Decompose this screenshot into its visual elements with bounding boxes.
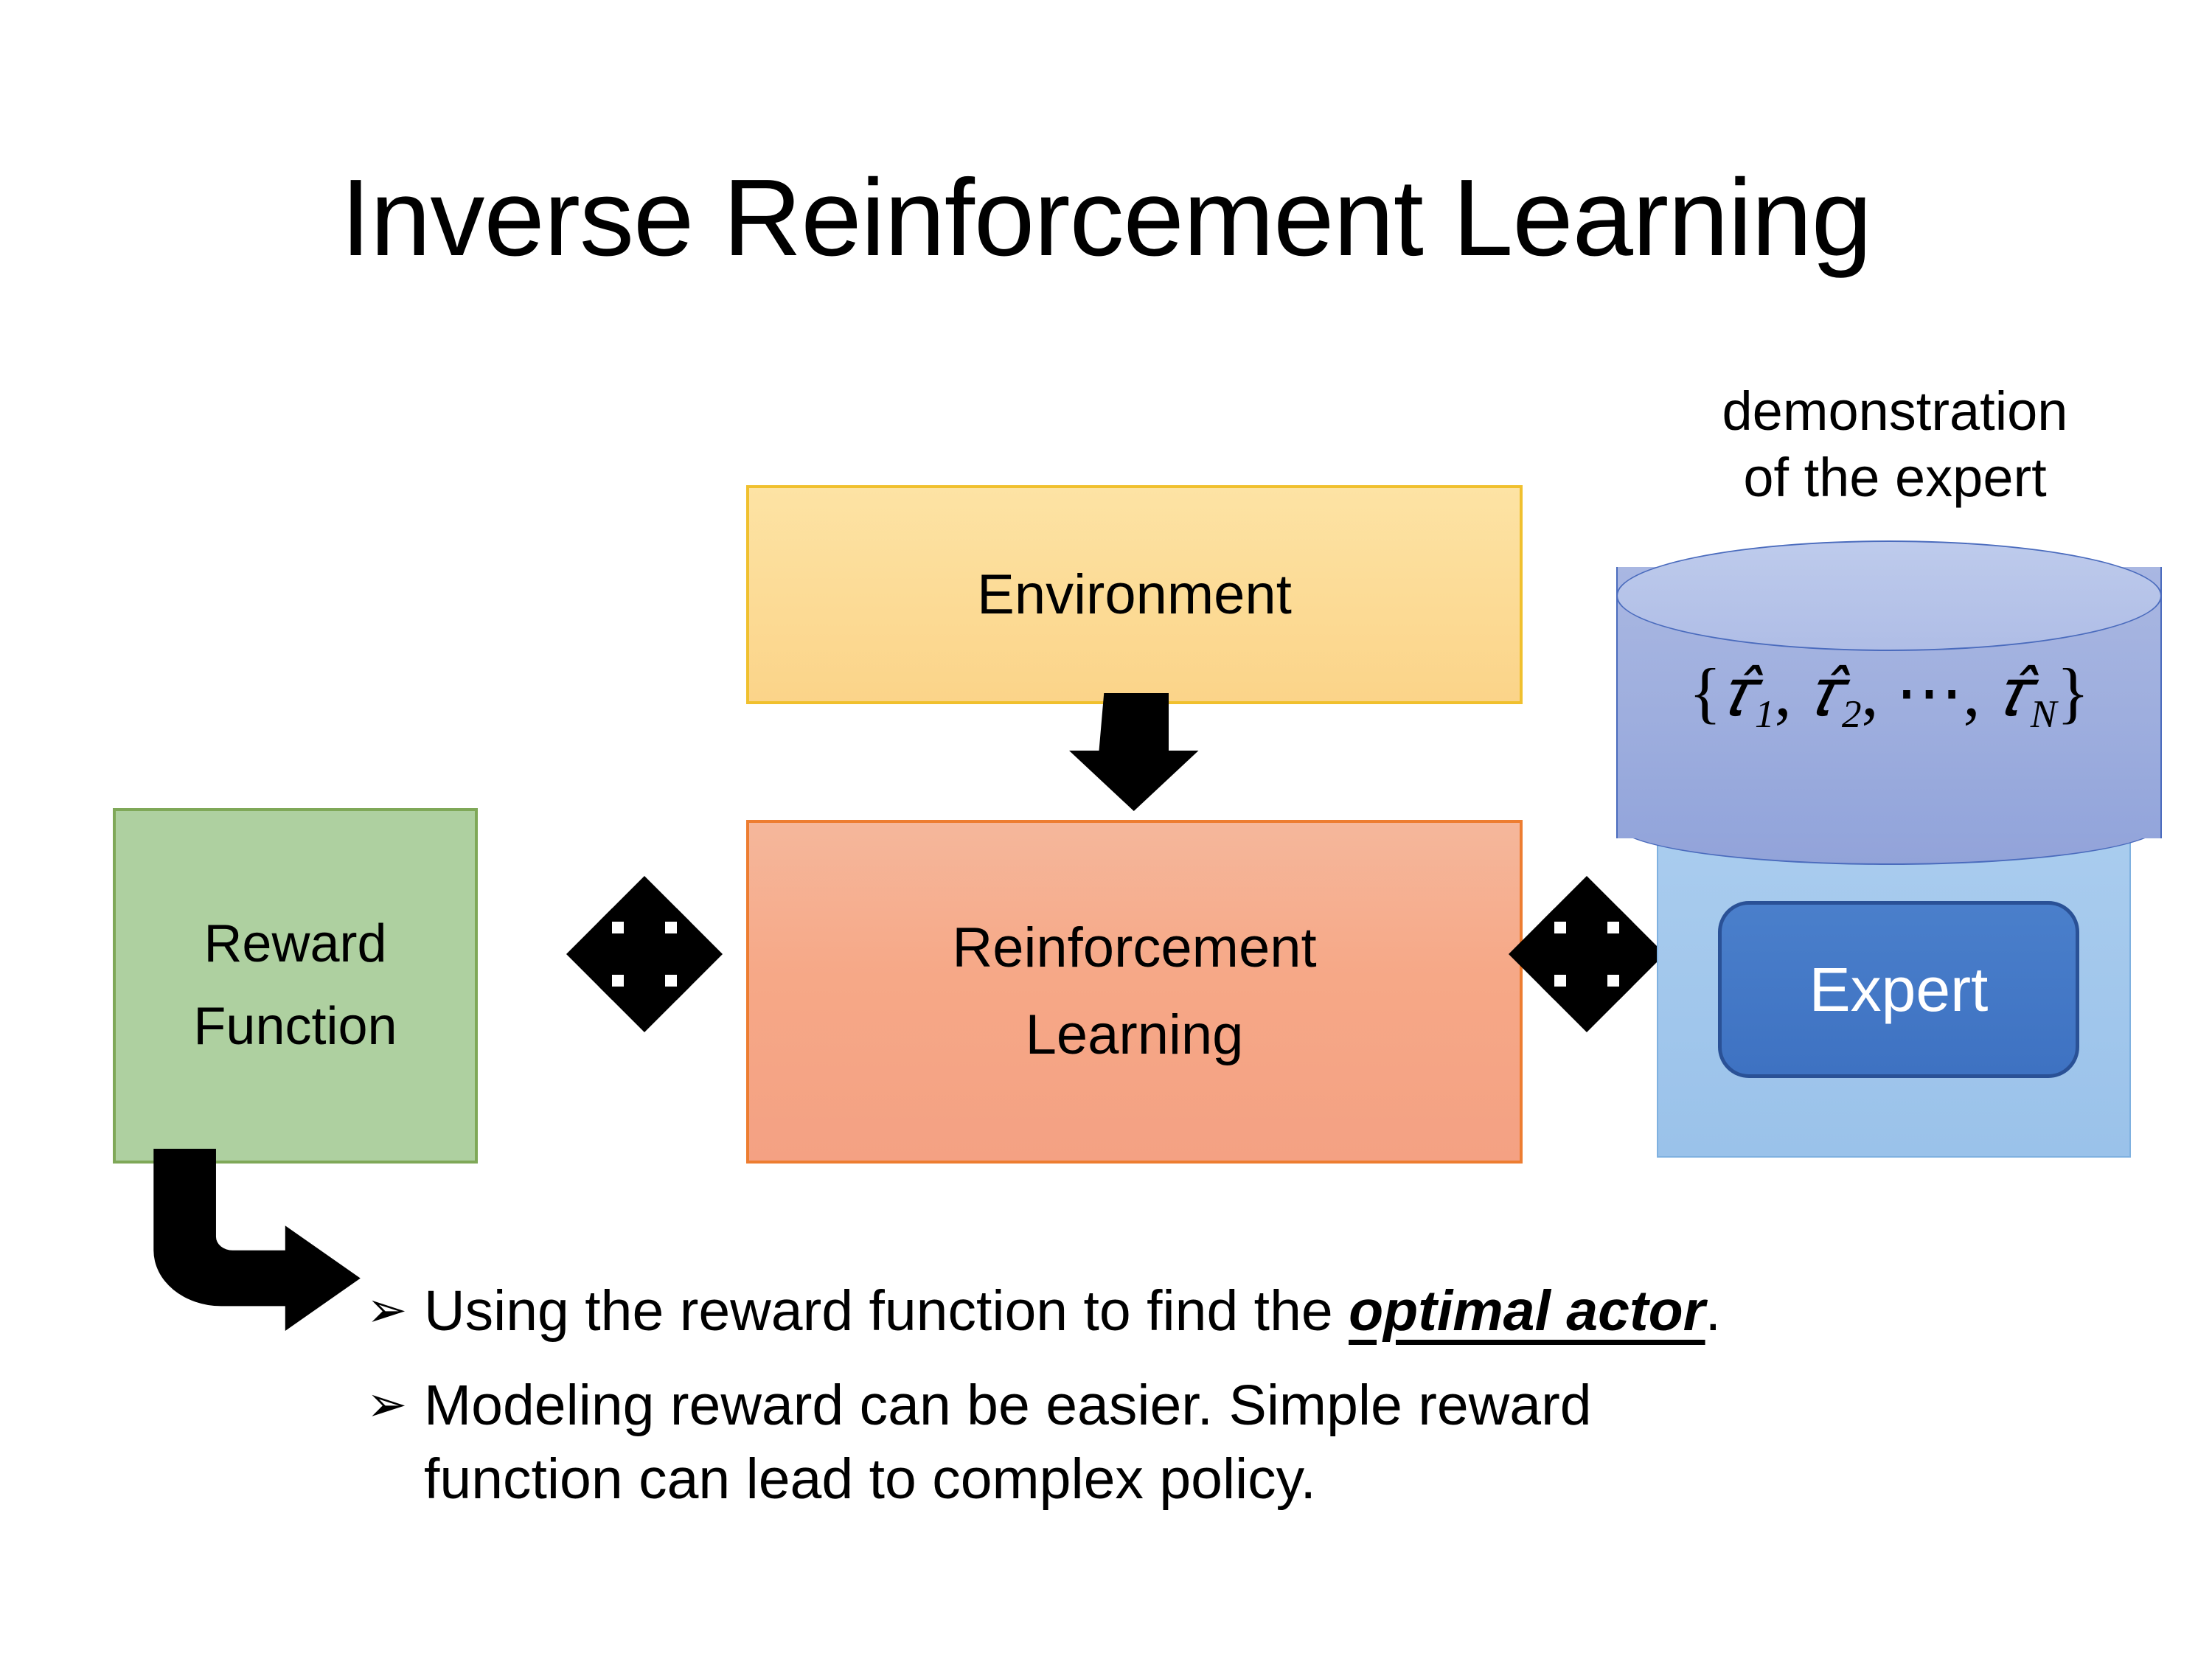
bullet-marker-icon: ➢	[366, 1282, 408, 1337]
bullet-1-prefix: Using the reward function to find the	[424, 1279, 1349, 1343]
page-title: Inverse Reinforcement Learning	[340, 157, 1872, 279]
bullet-marker-icon: ➢	[366, 1377, 408, 1432]
reward-function-box[interactable]: Reward Function	[113, 808, 478, 1164]
bullet-text-1: Using the reward function to find the op…	[424, 1274, 2121, 1348]
environment-box[interactable]: Environment	[746, 485, 1523, 704]
bullet-2-line2: function can lead to complex policy.	[424, 1447, 1316, 1512]
bullet-2-line1: Modeling reward can be easier. Simple re…	[424, 1374, 1592, 1438]
demonstration-caption: demonstration of the expert	[1644, 378, 2146, 512]
reward-label-line2: Function	[193, 997, 397, 1056]
bent-arrow-icon	[153, 1149, 361, 1332]
four-way-arrow-icon-left	[566, 876, 723, 1032]
expert-chip[interactable]: Expert	[1718, 901, 2079, 1078]
rl-label-line1: Reinforcement	[952, 917, 1317, 980]
demonstration-caption-line2: of the expert	[1743, 447, 2047, 509]
bullet-list: ➢ Using the reward function to find the …	[366, 1274, 2121, 1537]
expert-label: Expert	[1809, 954, 1989, 1024]
bullet-1-suffix: .	[1705, 1279, 1721, 1343]
four-way-arrow-icon-right	[1509, 876, 1665, 1032]
demonstration-caption-line1: demonstration	[1722, 380, 2068, 442]
rl-label-line2: Learning	[1025, 1004, 1244, 1066]
bullet-text-2: Modeling reward can be easier. Simple re…	[424, 1368, 2121, 1516]
bullet-1-emphasis: optimal actor	[1349, 1279, 1705, 1343]
reward-label-line1: Reward	[204, 914, 387, 974]
reinforcement-learning-box[interactable]: Reinforcement Learning	[746, 820, 1523, 1164]
down-arrow-icon	[1069, 693, 1199, 811]
cylinder-top-ellipse	[1616, 540, 2162, 651]
list-item: ➢ Modeling reward can be easier. Simple …	[366, 1368, 2121, 1516]
list-item: ➢ Using the reward function to find the …	[366, 1274, 2121, 1348]
trajectory-set-formula: {𝜏̂1, 𝜏̂2, ⋯, 𝜏̂N}	[1688, 655, 2090, 736]
environment-label: Environment	[977, 563, 1292, 626]
trajectory-cylinder[interactable]: {𝜏̂1, 𝜏̂2, ⋯, 𝜏̂N}	[1616, 540, 2162, 865]
